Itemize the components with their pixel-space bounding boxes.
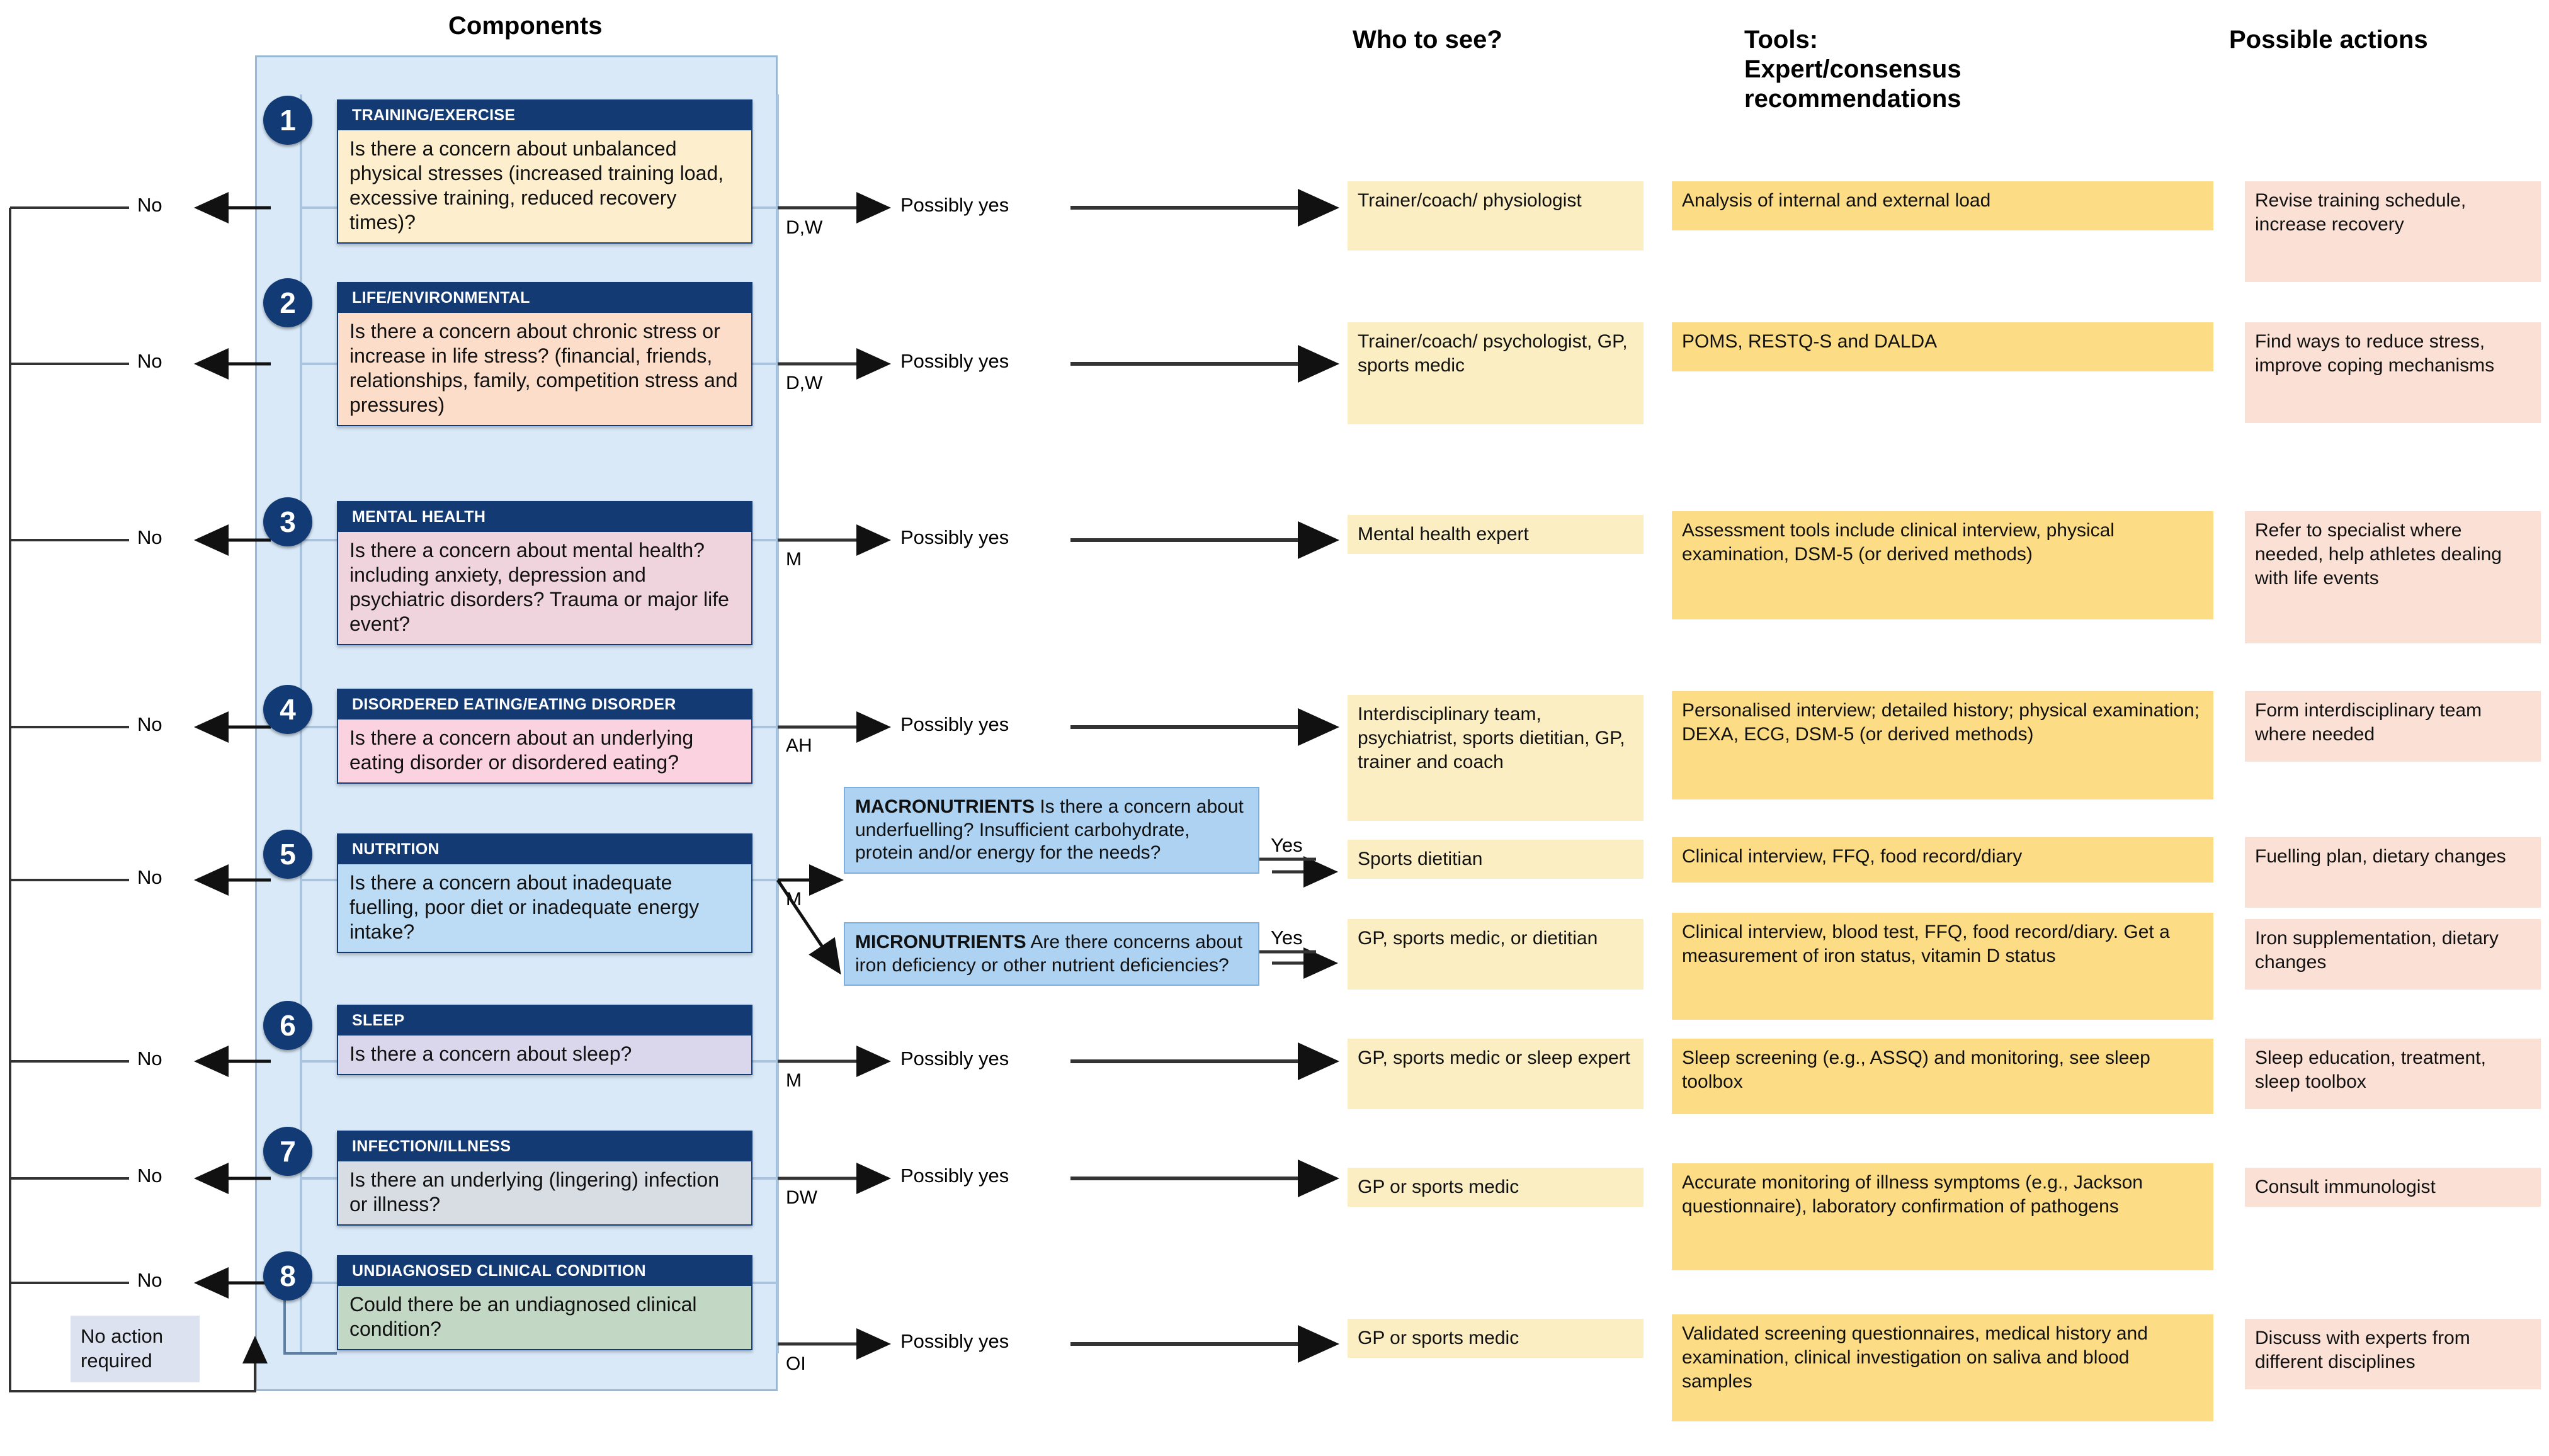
component-title-6: SLEEP (338, 1006, 751, 1036)
edge-code-2: D,W (786, 373, 823, 393)
no-action-required-box: No action required (71, 1316, 200, 1382)
component-title-1: TRAINING/EXERCISE (338, 101, 751, 130)
header-possible-actions: Possible actions (2229, 26, 2428, 54)
component-number-7: 7 (263, 1127, 312, 1176)
component-number-5: 5 (263, 830, 312, 879)
header-who-to-see: Who to see? (1353, 26, 1502, 54)
who-to-see-1: Trainer/coach/ physiologist (1348, 181, 1644, 251)
edge-code-4: AH (786, 735, 812, 756)
component-card-8[interactable]: UNDIAGNOSED CLINICAL CONDITION Could the… (337, 1255, 752, 1351)
who-to-see-4: Interdisciplinary team, psychiatrist, sp… (1348, 695, 1644, 821)
micronutrients-text: Are there concerns about iron deficiency… (855, 932, 1243, 976)
component-number-1: 1 (263, 96, 312, 145)
component-number-2: 2 (263, 278, 312, 327)
who-to-see-6: GP, sports medic, or dietitian (1348, 919, 1644, 990)
component-title-7: INFECTION/ILLNESS (338, 1132, 751, 1161)
macronutrients-box[interactable]: MACRONUTRIENTS Is there a concern about … (844, 787, 1259, 874)
macronutrients-lead: MACRONUTRIENTS (855, 796, 1035, 817)
no-label-6: No (137, 1047, 162, 1069)
component-title-2: LIFE/ENVIRONMENTAL (338, 283, 751, 313)
component-card-4[interactable]: DISORDERED EATING/EATING DISORDER Is the… (337, 689, 752, 784)
component-card-7[interactable]: INFECTION/ILLNESS Is there an underlying… (337, 1131, 752, 1226)
possibly-yes-2: Possibly yes (900, 350, 1009, 372)
component-question-2: Is there a concern about chronic stress … (338, 313, 751, 426)
edge-code-8: OI (786, 1353, 806, 1374)
component-question-7: Is there an underlying (lingering) infec… (338, 1161, 751, 1225)
no-label-7: No (137, 1165, 162, 1187)
possibly-yes-7: Possibly yes (900, 1165, 1009, 1187)
possibly-yes-6: Possibly yes (900, 1047, 1009, 1069)
component-number-8: 8 (263, 1251, 312, 1301)
component-question-5: Is there a concern about inadequate fuel… (338, 864, 751, 952)
component-title-4: DISORDERED EATING/EATING DISORDER (338, 690, 751, 720)
no-label-4: No (137, 713, 162, 735)
component-number-3: 3 (263, 497, 312, 546)
component-question-4: Is there a concern about an underlying e… (338, 720, 751, 783)
edge-code-1: D,W (786, 217, 823, 238)
micronutrients-lead: MICRONUTRIENTS (855, 932, 1026, 952)
component-card-1[interactable]: TRAINING/EXERCISE Is there a concern abo… (337, 99, 752, 244)
component-card-3[interactable]: MENTAL HEALTH Is there a concern about m… (337, 501, 752, 646)
who-to-see-9: GP or sports medic (1348, 1319, 1644, 1358)
header-tools-line-2: Expert/consensus (1744, 55, 1961, 84)
component-title-8: UNDIAGNOSED CLINICAL CONDITION (338, 1256, 751, 1286)
no-label-8: No (137, 1269, 162, 1291)
component-card-6[interactable]: SLEEP Is there a concern about sleep? (337, 1005, 752, 1076)
action-6: Iron supplementation, dietary changes (2245, 919, 2541, 990)
tool-1: Analysis of internal and external load (1672, 181, 2213, 230)
component-number-6: 6 (263, 1001, 312, 1050)
possibly-yes-4: Possibly yes (900, 713, 1009, 735)
action-1: Revise training schedule, increase recov… (2245, 181, 2541, 282)
action-4: Form interdisciplinary team where needed (2245, 691, 2541, 762)
action-5: Fuelling plan, dietary changes (2245, 837, 2541, 908)
edge-code-6: M (786, 1070, 802, 1091)
no-label-2: No (137, 350, 162, 372)
tool-6: Clinical interview, blood test, FFQ, foo… (1672, 913, 2213, 1020)
tool-9: Validated screening questionnaires, medi… (1672, 1314, 2213, 1421)
who-to-see-5: Sports dietitian (1348, 840, 1644, 879)
yes-label-macronutrients: Yes (1271, 834, 1303, 856)
who-to-see-2: Trainer/coach/ psychologist, GP, sports … (1348, 322, 1644, 424)
no-action-required-text: No action required (81, 1325, 163, 1372)
macronutrients-text: Is there a concern about underfuelling? … (855, 796, 1244, 864)
component-question-8: Could there be an undiagnosed clinical c… (338, 1286, 751, 1350)
action-7: Sleep education, treatment, sleep toolbo… (2245, 1039, 2541, 1109)
component-question-1: Is there a concern about unbalanced phys… (338, 130, 751, 243)
no-label-5: No (137, 866, 162, 888)
no-label-3: No (137, 526, 162, 548)
component-number-4: 4 (263, 685, 312, 734)
component-card-2[interactable]: LIFE/ENVIRONMENTAL Is there a concern ab… (337, 282, 752, 427)
possibly-yes-1: Possibly yes (900, 194, 1009, 216)
action-9: Discuss with experts from different disc… (2245, 1319, 2541, 1389)
action-8: Consult immunologist (2245, 1168, 2541, 1207)
edge-code-7: DW (786, 1187, 817, 1208)
component-title-3: MENTAL HEALTH (338, 502, 751, 532)
header-tools: Tools: Expert/consensus recommendations (1744, 25, 1961, 115)
edge-code-5: M (786, 889, 802, 910)
who-to-see-7: GP, sports medic or sleep expert (1348, 1039, 1644, 1109)
yes-label-micronutrients: Yes (1271, 927, 1303, 949)
tool-7: Sleep screening (e.g., ASSQ) and monitor… (1672, 1039, 2213, 1114)
component-question-6: Is there a concern about sleep? (338, 1036, 751, 1075)
tool-4: Personalised interview; detailed history… (1672, 691, 2213, 799)
tool-5: Clinical interview, FFQ, food record/dia… (1672, 837, 2213, 883)
component-question-3: Is there a concern about mental health? … (338, 532, 751, 645)
tool-3: Assessment tools include clinical interv… (1672, 511, 2213, 619)
possibly-yes-3: Possibly yes (900, 526, 1009, 548)
tool-8: Accurate monitoring of illness symptoms … (1672, 1163, 2213, 1270)
action-3: Refer to specialist where needed, help a… (2245, 511, 2541, 643)
possibly-yes-8: Possibly yes (900, 1330, 1009, 1352)
component-card-5[interactable]: NUTRITION Is there a concern about inade… (337, 833, 752, 954)
tool-2: POMS, RESTQ-S and DALDA (1672, 322, 2213, 371)
micronutrients-box[interactable]: MICRONUTRIENTS Are there concerns about … (844, 922, 1259, 986)
header-tools-line-3: recommendations (1744, 85, 1961, 113)
edge-code-3: M (786, 549, 802, 570)
header-tools-line-1: Tools: (1744, 26, 1819, 54)
component-title-5: NUTRITION (338, 835, 751, 864)
no-label-1: No (137, 194, 162, 216)
who-to-see-8: GP or sports medic (1348, 1168, 1644, 1207)
who-to-see-3: Mental health expert (1348, 515, 1644, 554)
action-2: Find ways to reduce stress, improve copi… (2245, 322, 2541, 423)
header-components: Components (448, 12, 603, 40)
